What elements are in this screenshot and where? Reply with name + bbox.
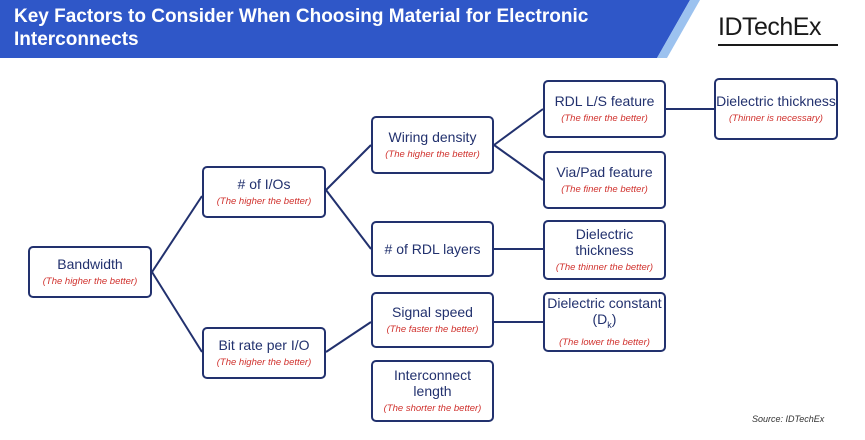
node-note: (The shorter the better) (383, 403, 482, 414)
node-title: Wiring density (388, 129, 477, 145)
node-title-sub: k (607, 319, 612, 330)
node-note: (The lower the better) (559, 336, 650, 348)
logo-underline (718, 44, 838, 46)
node-dielectric-constant: Dielectric constant (Dk) (The lower the … (543, 292, 666, 352)
page-title: Key Factors to Consider When Choosing Ma… (14, 6, 589, 50)
connector-wiring-viapad (493, 144, 544, 181)
node-note: (The higher the better) (42, 276, 138, 287)
node-signal-speed: Signal speed (The faster the better) (371, 292, 494, 348)
node-dielectric-thickness: Dielectric thickness (The thinner the be… (543, 220, 666, 280)
node-note: (The finer the better) (561, 184, 648, 195)
node-bitrate: Bit rate per I/O (The higher the better) (202, 327, 326, 379)
node-title-main: Dielectric constant (D (547, 295, 662, 328)
node-rdl-ls-feature: RDL L/S feature (The finer the better) (543, 80, 666, 138)
connector-bandwidth-ios (151, 195, 203, 273)
node-note: (The faster the better) (386, 324, 479, 335)
node-title: Dielectric constant (Dk) (545, 295, 664, 333)
connector-ios-rdllayers (325, 189, 372, 250)
node-title: # of I/Os (237, 176, 291, 192)
node-rdl-layers: # of RDL layers (371, 221, 494, 277)
node-note: (The higher the better) (385, 149, 480, 160)
header-band (0, 0, 700, 58)
node-note: (The higher the better) (216, 196, 312, 207)
source-caption: Source: IDTechEx (752, 414, 825, 424)
node-title: # of RDL layers (384, 241, 481, 257)
node-title: Interconnect length (393, 367, 472, 399)
node-dielectric-thickness-top: Dielectric thickness (Thinner is necessa… (714, 78, 838, 140)
node-title-end: ) (611, 311, 617, 328)
node-note: (The thinner the better) (555, 262, 654, 273)
node-title: Bit rate per I/O (218, 337, 310, 353)
connector-bandwidth-bitrate (151, 271, 203, 353)
node-note: (Thinner is necessary) (729, 113, 823, 124)
idtechex-logo: IDTechEx (718, 13, 821, 41)
connector-bitrate-signal (325, 321, 372, 353)
node-interconnect-length: Interconnect length (The shorter the bet… (371, 360, 494, 422)
node-title: Dielectric thickness (575, 226, 634, 258)
node-title: Signal speed (392, 304, 473, 320)
node-bandwidth: Bandwidth (The higher the better) (28, 246, 152, 298)
node-title: Bandwidth (57, 256, 123, 272)
node-via-pad-feature: Via/Pad feature (The finer the better) (543, 151, 666, 209)
node-wiring-density: Wiring density (The higher the better) (371, 116, 494, 174)
node-title: Dielectric thickness (716, 93, 836, 109)
node-title: Via/Pad feature (556, 164, 653, 180)
connector-wiring-rdlls (493, 108, 544, 146)
node-ios: # of I/Os (The higher the better) (202, 166, 326, 218)
node-note: (The higher the better) (216, 357, 312, 368)
node-note: (The finer the better) (561, 113, 648, 124)
node-title: RDL L/S feature (554, 93, 655, 109)
connector-ios-wiring (325, 144, 372, 191)
